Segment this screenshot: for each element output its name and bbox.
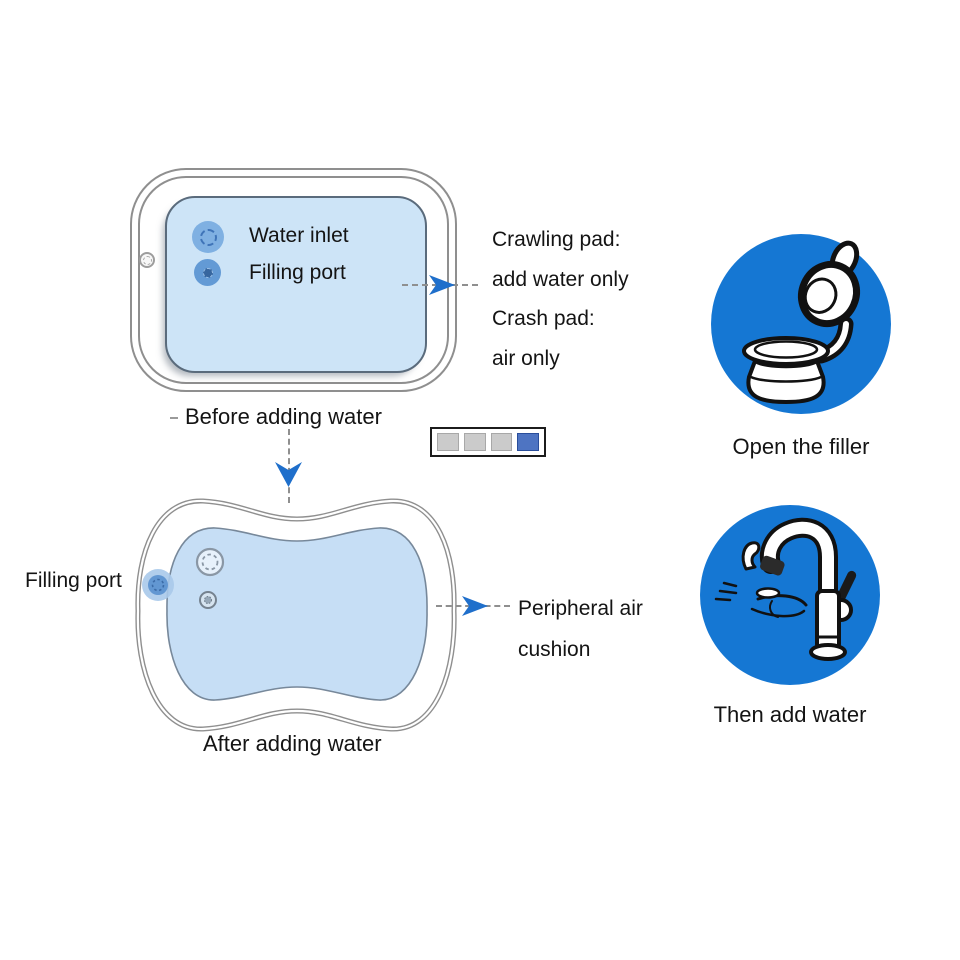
peripheral-air-label: Peripheral air cushion xyxy=(518,588,643,670)
add-water-caption: Then add water xyxy=(713,702,867,727)
indicator-cell xyxy=(463,433,486,451)
port-small-icon xyxy=(199,591,217,609)
step-add-water-badge xyxy=(700,505,880,685)
filling-port-left-label: Filling port xyxy=(25,569,122,592)
note-line: Crawling pad: xyxy=(492,228,621,251)
arrow-right-icon xyxy=(429,275,455,295)
indicator-cell xyxy=(490,433,513,451)
filling-port-valve-icon xyxy=(194,259,221,286)
bottom-mat-water-area xyxy=(166,527,428,701)
indicator-cell xyxy=(437,433,459,451)
faucet-icon xyxy=(714,517,857,661)
after-adding-water-caption: After adding water xyxy=(203,731,382,756)
peripheral-air-line2: cushion xyxy=(518,638,591,661)
side-valve-icon xyxy=(139,252,155,268)
bottom-mat-illustration xyxy=(135,498,457,732)
top-mat-illustration: Water inlet Filling port xyxy=(130,168,457,392)
open-filler-caption: Open the filler xyxy=(732,434,870,459)
water-inlet-valve-icon xyxy=(192,221,224,253)
arrow-right-icon xyxy=(462,596,488,616)
peripheral-air-line1: Peripheral air xyxy=(518,597,643,620)
note-line: Crash pad: xyxy=(492,307,595,330)
indicator-cell xyxy=(517,433,539,451)
note-line: air only xyxy=(492,346,560,370)
filling-port-label: Filling port xyxy=(249,261,346,284)
step-open-filler-badge xyxy=(711,234,891,414)
filler-open-icon xyxy=(742,240,861,404)
dash-tick xyxy=(170,417,178,419)
note-line: add water only xyxy=(492,267,629,291)
arrow-down-icon xyxy=(275,462,302,487)
water-level-indicator xyxy=(430,427,546,457)
filling-port-side-valve-icon xyxy=(142,569,174,601)
down-arrow-dashed-line xyxy=(288,429,290,503)
port-large-icon xyxy=(195,547,225,577)
before-adding-water-caption: Before adding water xyxy=(185,404,382,429)
water-inlet-label: Water inlet xyxy=(249,224,349,247)
usage-note: Crawling pad: add water only Crash pad: … xyxy=(492,220,629,378)
